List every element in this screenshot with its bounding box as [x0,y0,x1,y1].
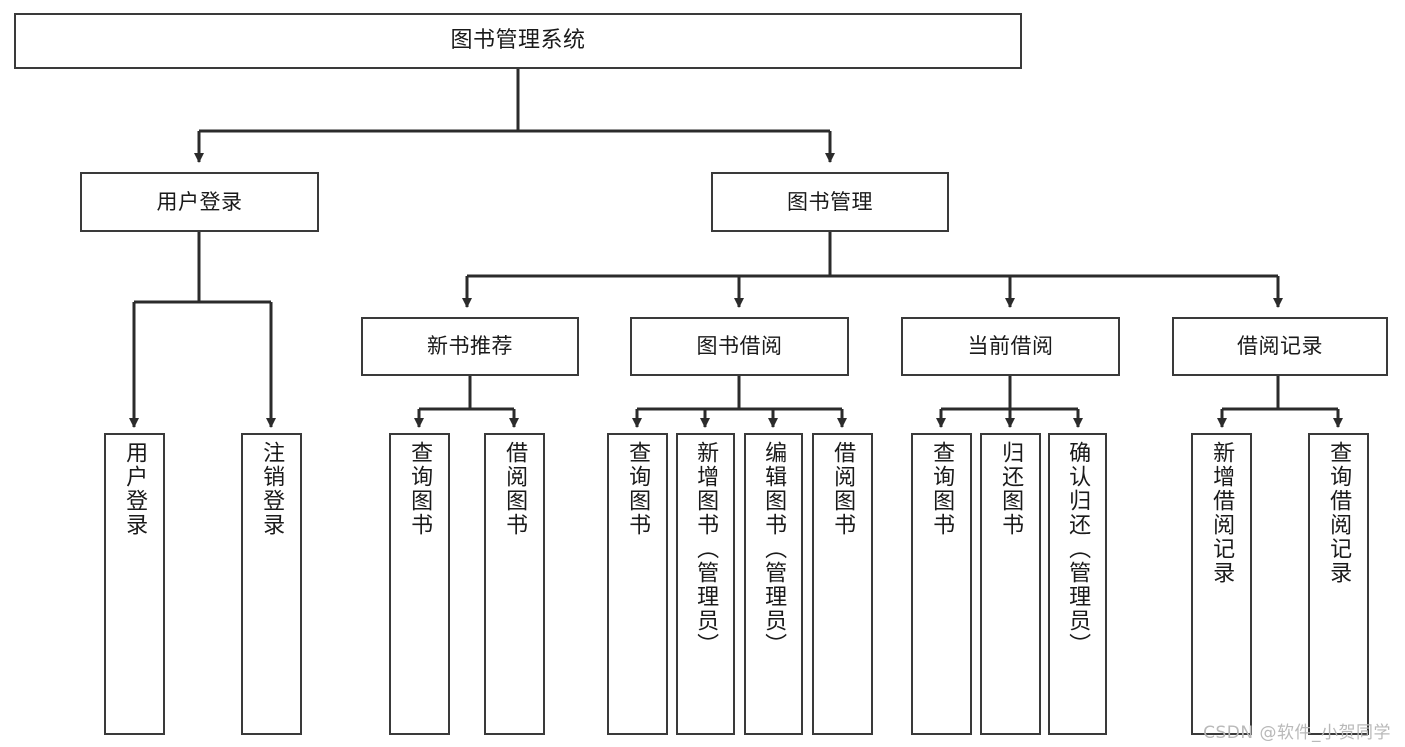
leaf-new-book-borrow[interactable]: 借阅图书 [484,433,545,735]
node-label: 当前借阅 [967,334,1054,359]
node-label: 编辑图书（管理员） [761,441,787,657]
node-label: 借阅图书 [830,441,856,537]
node-root-system[interactable]: 图书管理系统 [14,13,1022,69]
node-label: 查询图书 [625,441,651,537]
leaf-new-book-query[interactable]: 查询图书 [389,433,450,735]
leaf-book-borrow-add[interactable]: 新增图书（管理员） [676,433,735,735]
node-label: 图书管理系统 [450,28,586,54]
leaf-book-borrow-edit[interactable]: 编辑图书（管理员） [744,433,803,735]
node-label: 图书借阅 [696,334,783,359]
node-label: 新增图书（管理员） [693,441,719,657]
node-user-login[interactable]: 用户登录 [80,172,319,232]
node-label: 用户登录 [156,189,243,214]
leaf-current-borrow-query[interactable]: 查询图书 [911,433,972,735]
leaf-current-borrow-return[interactable]: 归还图书 [980,433,1041,735]
node-label: 查询借阅记录 [1326,441,1352,585]
leaf-borrow-record-query[interactable]: 查询借阅记录 [1308,433,1369,735]
node-label: 用户登录 [122,441,148,537]
node-book-borrow[interactable]: 图书借阅 [630,317,849,376]
leaf-borrow-record-add[interactable]: 新增借阅记录 [1191,433,1252,735]
leaf-current-borrow-confirm-return[interactable]: 确认归还（管理员） [1048,433,1107,735]
node-new-book-recommend[interactable]: 新书推荐 [361,317,579,376]
node-current-borrow[interactable]: 当前借阅 [901,317,1120,376]
node-label: 查询图书 [407,441,433,537]
node-label: 新增借阅记录 [1209,441,1235,585]
node-label: 借阅图书 [502,441,528,537]
node-label: 图书管理 [787,189,873,214]
node-label: 新书推荐 [427,334,513,359]
node-label: 借阅记录 [1237,334,1323,359]
csdn-watermark: CSDN @软件_小贺同学 [1203,723,1391,743]
node-label: 查询图书 [929,441,955,537]
leaf-user-login-login[interactable]: 用户登录 [104,433,165,735]
leaf-book-borrow-borrow[interactable]: 借阅图书 [812,433,873,735]
node-book-management[interactable]: 图书管理 [711,172,949,232]
leaf-user-login-logout[interactable]: 注销登录 [241,433,302,735]
node-label: 确认归还（管理员） [1065,441,1091,657]
node-borrow-record[interactable]: 借阅记录 [1172,317,1388,376]
node-label: 注销登录 [259,441,285,537]
leaf-book-borrow-query[interactable]: 查询图书 [607,433,668,735]
node-label: 归还图书 [998,441,1024,537]
